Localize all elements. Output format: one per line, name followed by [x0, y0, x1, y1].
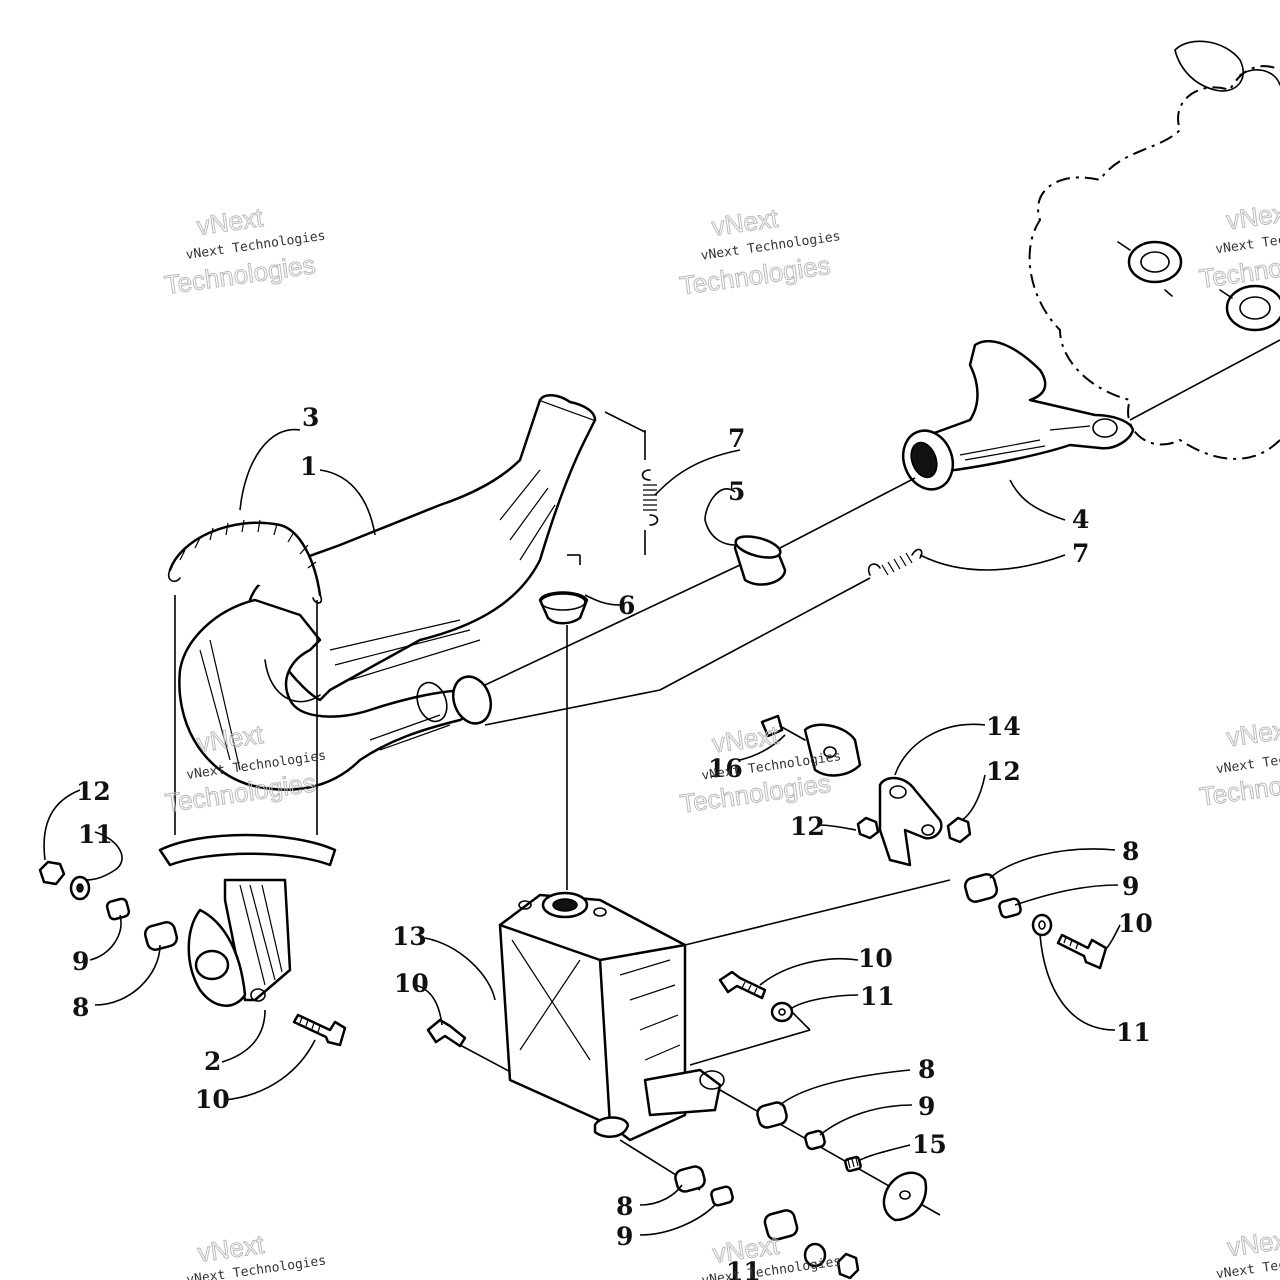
muffler-bracket — [158, 833, 337, 1007]
bushing-9-center — [804, 1129, 826, 1151]
exhaust-manifold — [901, 339, 1280, 491]
callout-15: 15 — [912, 1130, 947, 1159]
isolator-8-left — [143, 921, 179, 951]
callout-1: 1 — [300, 452, 317, 481]
isolator-8-center — [756, 1101, 788, 1129]
bracket-16 — [760, 714, 862, 777]
spacer-15 — [844, 1155, 862, 1173]
callout-6: 6 — [618, 591, 635, 620]
callout-9-left: 9 — [72, 947, 89, 976]
nut-12-left — [38, 860, 66, 886]
bushing-9-right — [998, 897, 1022, 919]
svg-text:vNext: vNext — [710, 720, 781, 759]
watermark-bottom-right: vNext vNext Technologies — [1215, 1223, 1280, 1280]
callout-2: 2 — [204, 1047, 221, 1076]
svg-text:vNext: vNext — [711, 1230, 782, 1269]
callout-5: 5 — [728, 477, 745, 506]
washer-11-bottom — [803, 1242, 827, 1268]
svg-text:vNext: vNext — [1224, 196, 1280, 235]
isolator-8-bottom — [674, 1165, 706, 1193]
watermark-top-right: vNext Technologies vNext Technologies — [1197, 196, 1280, 294]
callout-10-box: 10 — [394, 969, 429, 998]
washer-11-center — [770, 1001, 794, 1023]
callout-11-left: 11 — [78, 820, 113, 849]
watermark-top-center: vNext Technologies vNext Technologies — [677, 202, 841, 301]
callout-9-bottom: 9 — [616, 1222, 633, 1251]
watermark-bottom-left: vNext vNext Technologies — [185, 1228, 327, 1280]
bushing-9-left — [105, 897, 131, 921]
svg-text:vNext: vNext — [195, 202, 266, 241]
nut-12-right — [946, 816, 972, 844]
callout-7-lower: 7 — [1072, 539, 1089, 568]
nut-12-mid — [856, 816, 880, 840]
svg-text:vNext: vNext — [1225, 1223, 1280, 1262]
muffler — [178, 394, 597, 791]
callout-8-left: 8 — [72, 993, 89, 1022]
callout-12-left: 12 — [76, 777, 111, 806]
spring-7-upper — [641, 469, 659, 526]
nut-bottom — [836, 1252, 860, 1280]
callout-8-bottom: 8 — [616, 1192, 633, 1221]
bolt-10-left — [292, 1013, 347, 1047]
callout-3: 3 — [302, 403, 319, 432]
engine-outline — [1028, 40, 1280, 460]
silencer-box — [498, 891, 725, 1142]
mount-plate — [882, 1171, 928, 1222]
callout-leaders — [43, 428, 1121, 1236]
isolator-8-lowest — [763, 1209, 799, 1241]
bushing-9-bottom — [710, 1185, 734, 1207]
callout-9-right: 9 — [1122, 872, 1139, 901]
callout-9-center: 9 — [918, 1092, 935, 1121]
svg-text:vNext: vNext — [1225, 713, 1280, 752]
callout-11-bottom: 11 — [726, 1257, 761, 1280]
svg-text:vNext: vNext — [196, 1229, 267, 1268]
callout-4: 4 — [1072, 505, 1089, 534]
watermark-middle-right: vNext Technologies vNext Technologies — [1197, 713, 1280, 812]
callout-labels: 1 2 3 4 5 6 7 7 8 8 8 8 9 9 9 9 10 10 10… — [72, 403, 1153, 1280]
grommet-5 — [733, 535, 787, 586]
callout-13: 13 — [392, 922, 427, 951]
watermark-top-left: vNext Technologies vNext Technologies — [162, 202, 326, 301]
washer-11-right — [1031, 913, 1053, 937]
bolt-10-box — [426, 1018, 467, 1048]
grommet-6 — [538, 591, 589, 625]
callout-16: 16 — [708, 754, 743, 783]
bracket-14 — [878, 776, 943, 867]
spring-clamp — [167, 519, 323, 604]
isolator-8-right — [963, 873, 999, 903]
callout-10-left: 10 — [195, 1085, 230, 1114]
callout-12-mid: 12 — [790, 812, 825, 841]
callout-10-center: 10 — [858, 944, 893, 973]
callout-12-right: 12 — [986, 757, 1021, 786]
svg-text:vNext: vNext — [710, 203, 781, 242]
assembly-lines — [174, 411, 951, 1216]
bolt-10-right — [1056, 933, 1108, 970]
washer-11-left — [69, 875, 91, 901]
callout-14: 14 — [986, 712, 1021, 741]
callout-8-right: 8 — [1122, 837, 1139, 866]
callout-11-right: 11 — [1116, 1018, 1151, 1047]
bolt-10-center — [718, 970, 767, 1000]
spring-7-lower — [867, 548, 923, 576]
callout-8-center: 8 — [918, 1055, 935, 1084]
callout-7-upper: 7 — [728, 424, 745, 453]
callout-10-right: 10 — [1118, 909, 1153, 938]
callout-11-center: 11 — [860, 982, 895, 1011]
